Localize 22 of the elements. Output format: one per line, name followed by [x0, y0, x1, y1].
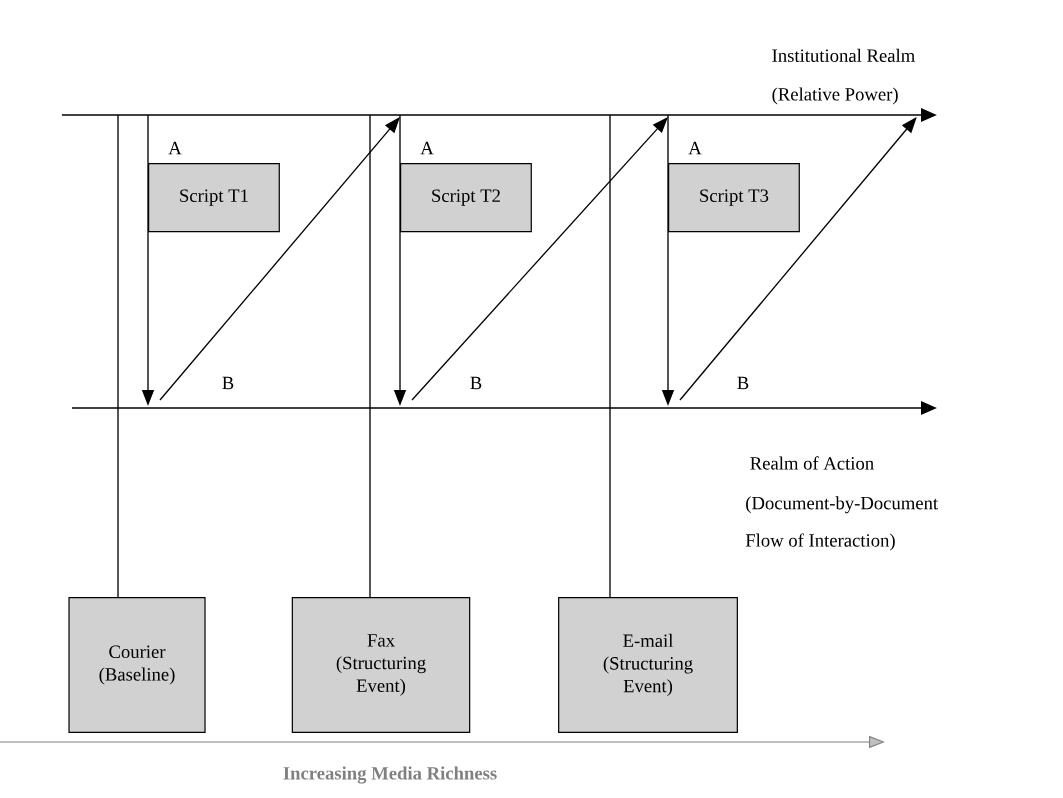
script-box: Script T3: [668, 163, 800, 233]
axis-title: Realm of Action: [750, 456, 874, 470]
media-box: E-mail (Structuring Event): [558, 597, 738, 733]
script-box: Script T1: [148, 163, 280, 233]
connector-line: [609, 114, 611, 598]
axis-title: Institutional Realm (Relative Power): [772, 48, 915, 105]
media-box: Courier (Baseline): [68, 597, 206, 733]
flow-arrow: [679, 117, 917, 401]
connector-line: [117, 114, 119, 598]
letter-label: A: [420, 141, 434, 155]
letter-label: A: [688, 141, 702, 155]
letter-label: B: [222, 376, 234, 390]
flow-arrow: [411, 117, 668, 401]
letter-label: A: [168, 141, 182, 155]
media-box: Fax (Structuring Event): [291, 597, 471, 733]
letter-label: B: [737, 376, 749, 390]
flow-arrow: [159, 117, 400, 401]
axis-title: Increasing Media Richness: [283, 766, 497, 784]
script-box: Script T2: [400, 163, 532, 233]
axis-note: (Document-by-Document Flow of Interaction): [745, 496, 938, 551]
letter-label: B: [470, 376, 482, 390]
connector-line: [369, 114, 371, 598]
